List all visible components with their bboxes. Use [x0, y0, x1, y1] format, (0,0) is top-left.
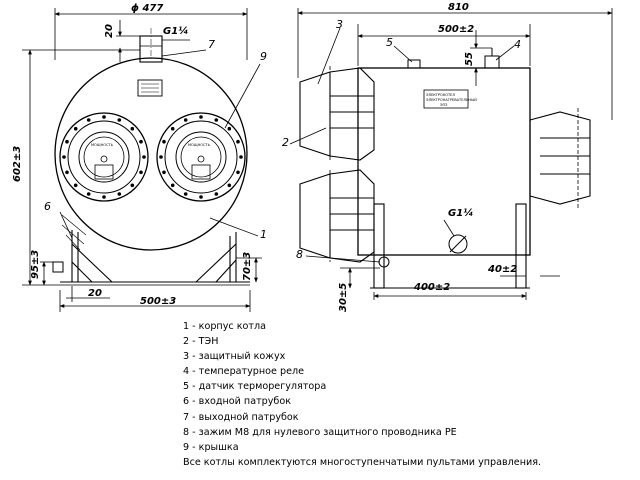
dim-side-clamp: 30±5: [338, 283, 349, 312]
flange-bolts-left: [62, 115, 146, 199]
callout-3: 3: [336, 18, 343, 31]
legend-item-8: 8 - зажим М8 для нулевого защитного пров…: [183, 426, 457, 438]
flange-bolt: [73, 183, 78, 188]
heater-plate-text-left: МОЩНОСТЬ: [91, 143, 114, 147]
heater-cover-lower: [299, 169, 375, 263]
dim-front-height: 602±3: [12, 146, 23, 182]
flange-bolt: [162, 139, 166, 144]
flange-bolt: [214, 192, 219, 196]
flange-bolt: [142, 155, 146, 159]
flange-bolt: [86, 192, 91, 196]
flange-bolt: [130, 183, 135, 188]
flange-bolt: [239, 155, 243, 159]
callout-4: 4: [514, 38, 521, 51]
flange-bolt: [139, 170, 143, 175]
legend-item-6: 6 - входной патрубок: [183, 396, 292, 408]
sensor-boss: [407, 59, 421, 69]
heater-cover-upper: [299, 67, 375, 161]
flange-bolt: [139, 139, 143, 144]
legend-item-9: 9 - крышка: [183, 441, 239, 453]
nameplate-line-3: ЭПЗ: [440, 103, 448, 107]
flange-bolt: [199, 195, 203, 199]
flange-bolt: [227, 126, 232, 131]
side-view: [299, 48, 591, 289]
dim-leg-height-right: 70±3: [242, 252, 253, 281]
front-view: МОЩНОСТЬ МОЩНОСТЬ: [52, 28, 250, 286]
flange-bolt: [162, 170, 166, 175]
dim-side-base-offset: 40±2: [487, 264, 517, 275]
dim-top-pipe: 20: [104, 24, 115, 38]
legend-note: Все котлы комплектуются многоступенчатым…: [183, 456, 542, 468]
callout-1: 1: [260, 228, 267, 241]
inlet-pipe: [52, 261, 64, 273]
front-dimensions: [22, 8, 262, 312]
flange-bolt: [65, 139, 69, 144]
dim-front-base-offset: 20: [88, 288, 102, 299]
heater-flange-right: [156, 112, 246, 202]
parts-legend: 1 - корпус котла 2 - ТЭН 3 - защитный ко…: [183, 319, 541, 470]
flange-bolt: [183, 118, 188, 122]
flange-bolt: [227, 183, 232, 188]
legend-item-2: 2 - ТЭН: [183, 336, 219, 348]
legend-item-3: 3 - защитный кожух: [183, 351, 286, 363]
flange-bolt: [214, 118, 219, 122]
callout-5: 5: [386, 36, 393, 49]
legend-item-5: 5 - датчик терморегулятора: [183, 381, 327, 393]
flange-bolt: [65, 170, 69, 175]
flange-bolt: [102, 115, 106, 119]
nameplate-line-1: ЭЛЕКТРОКОТЕЛ: [426, 93, 455, 97]
side-dimensions: [289, 8, 613, 300]
flange-bolt: [170, 183, 175, 188]
nameplate-line-2: ЭЛЕКТРОНАГРЕВАТЕЛЬНЫЙ: [426, 97, 477, 102]
dim-side-base: 400±2: [413, 282, 450, 293]
heater-plate-text-right: МОЩНОСТЬ: [188, 143, 211, 147]
flange-bolt: [236, 170, 240, 175]
callout-8: 8: [296, 248, 303, 261]
callout-7: 7: [208, 38, 215, 51]
boiler-drawing: МОЩНОСТЬ МОЩНОСТЬ: [12, 2, 613, 312]
flange-bolt: [102, 195, 106, 199]
flange-bolt: [117, 192, 122, 196]
callout-2: 2: [282, 136, 289, 149]
dim-side-inlet-thread: G1¼: [448, 207, 474, 219]
callout-9: 9: [260, 50, 267, 63]
body-nameplate: [423, 89, 469, 109]
heater-flange-left: [59, 112, 149, 202]
side-leg-left: [373, 203, 385, 289]
side-leg-right: [515, 203, 527, 289]
dim-side-top-span: 500±2: [438, 24, 474, 35]
legend-item-4: 4 - температурное реле: [183, 366, 305, 378]
flange-bolt: [117, 118, 122, 122]
flange-bolt: [170, 126, 175, 131]
flange-bolt: [130, 126, 135, 131]
dim-front-width: ϕ 477: [131, 3, 163, 14]
relay-boss: [484, 55, 500, 69]
flange-bolt: [199, 115, 203, 119]
flange-bolt: [86, 118, 91, 122]
flange-bolt: [159, 155, 163, 159]
dim-leg-height: 95±3: [30, 250, 41, 279]
support-legs: [60, 230, 250, 286]
flange-bolt: [62, 155, 66, 159]
top-tag: [137, 79, 163, 97]
dim-side-width: 810: [448, 2, 469, 13]
legend-item-7: 7 - выходной патрубок: [183, 411, 299, 423]
flange-bolt: [73, 126, 78, 131]
flange-bolts-right: [159, 115, 243, 199]
callout-6: 6: [44, 200, 51, 213]
dim-front-base: 500±3: [140, 296, 176, 307]
dim-outlet-thread: G1¼: [163, 25, 189, 37]
legend-item-1: 1 - корпус котла: [183, 321, 266, 332]
inlet-fitting: [448, 234, 468, 254]
dim-side-pipe-height: 55: [464, 52, 475, 66]
front-labels: ϕ 477 602±3 20 G1¼ 500±3 20 95±3 70±3 7 …: [12, 3, 267, 307]
heater-cover-rear: [529, 111, 591, 205]
flange-bolt: [236, 139, 240, 144]
side-labels: 810 500±2 55 G1¼ 400±2 40±2 30±5 3 5 4 2…: [282, 2, 521, 312]
flange-bolt: [183, 192, 188, 196]
